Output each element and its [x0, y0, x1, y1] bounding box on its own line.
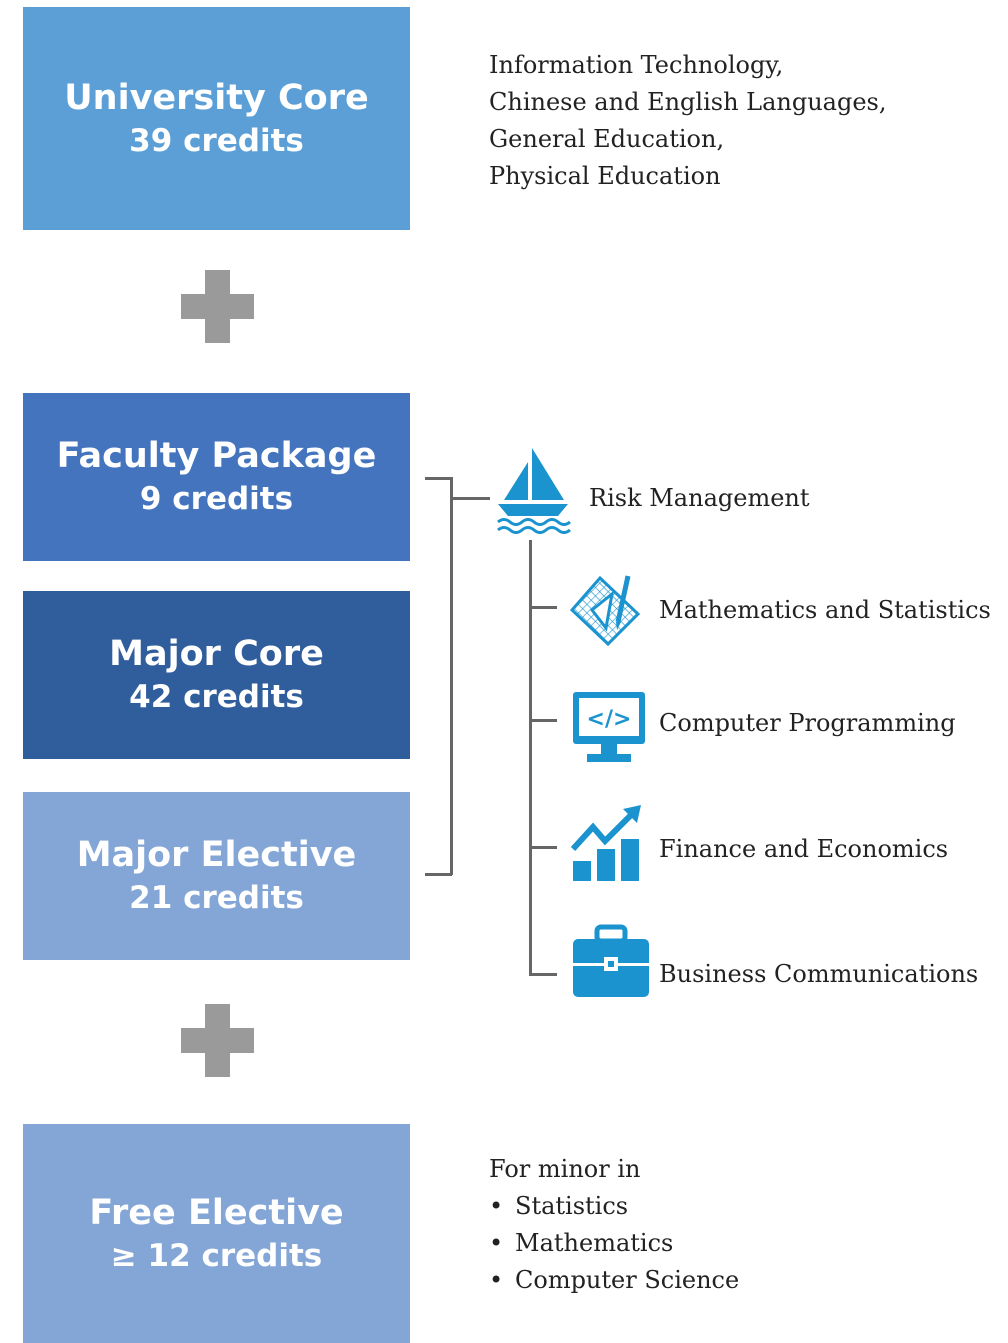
briefcase-icon: [573, 924, 649, 997]
university-core-title: University Core: [64, 77, 369, 118]
sailboat-icon: [497, 448, 571, 534]
note-line: Chinese and English Languages,: [489, 88, 887, 116]
list-item: • Computer Science: [489, 1262, 739, 1299]
faculty-package-block: Faculty Package 9 credits: [23, 393, 410, 561]
bracket-bottom: [425, 873, 452, 876]
plus-icon: [181, 270, 254, 343]
bullet-icon: •: [489, 1229, 504, 1257]
bracket-vertical: [450, 477, 453, 875]
tree-branch: [529, 973, 557, 976]
bullet-icon: •: [489, 1192, 504, 1220]
tree-trunk: [529, 540, 532, 976]
free-elective-credits: ≥ 12 credits: [110, 1237, 323, 1274]
bullet-icon: •: [489, 1266, 504, 1294]
faculty-package-title: Faculty Package: [56, 436, 377, 476]
list-item: • Mathematics: [489, 1225, 739, 1262]
major-core-title: Major Core: [109, 634, 324, 674]
major-elective-block: Major Elective 21 credits: [23, 792, 410, 960]
tree-child-label: Finance and Economics: [659, 835, 949, 863]
faculty-package-credits: 9 credits: [139, 481, 294, 517]
university-core-block: University Core 39 credits: [23, 7, 410, 230]
tree-root-label: Risk Management: [589, 484, 810, 512]
tree-child-label: Computer Programming: [659, 709, 956, 737]
tree-branch: [529, 606, 557, 609]
university-core-credits: 39 credits: [129, 122, 304, 159]
major-elective-title: Major Elective: [76, 835, 357, 875]
free-elective-notes: For minor in • Statistics • Mathematics • C…: [489, 1151, 739, 1299]
drafting-grid-icon: [570, 575, 641, 647]
free-elective-title: Free Elective: [89, 1192, 344, 1233]
free-elective-block: Free Elective ≥ 12 credits: [23, 1124, 410, 1343]
list-item-label: Mathematics: [515, 1229, 674, 1257]
tree-branch: [529, 846, 557, 849]
university-core-notes: Information Technology, Chinese and Engl…: [489, 47, 887, 195]
list-item: • Statistics: [489, 1188, 739, 1225]
major-core-block: Major Core 42 credits: [23, 591, 410, 759]
code-monitor-icon: </>: [573, 692, 645, 762]
note-line: Physical Education: [489, 162, 721, 190]
note-line: General Education,: [489, 125, 725, 153]
notes-heading: For minor in: [489, 1155, 641, 1183]
list-item-label: Statistics: [515, 1192, 629, 1220]
note-line: Information Technology,: [489, 51, 784, 79]
major-elective-credits: 21 credits: [129, 880, 304, 916]
bracket-stem: [450, 497, 490, 500]
major-core-credits: 42 credits: [129, 679, 304, 715]
growth-chart-icon: [571, 805, 641, 881]
tree-child-label: Business Communications: [659, 960, 979, 988]
tree-branch: [529, 719, 557, 722]
list-item-label: Computer Science: [515, 1266, 740, 1294]
svg-text:</>: </>: [587, 707, 632, 732]
plus-icon: [181, 1004, 254, 1077]
bracket-top: [425, 477, 452, 480]
tree-child-label: Mathematics and Statistics: [659, 596, 991, 624]
